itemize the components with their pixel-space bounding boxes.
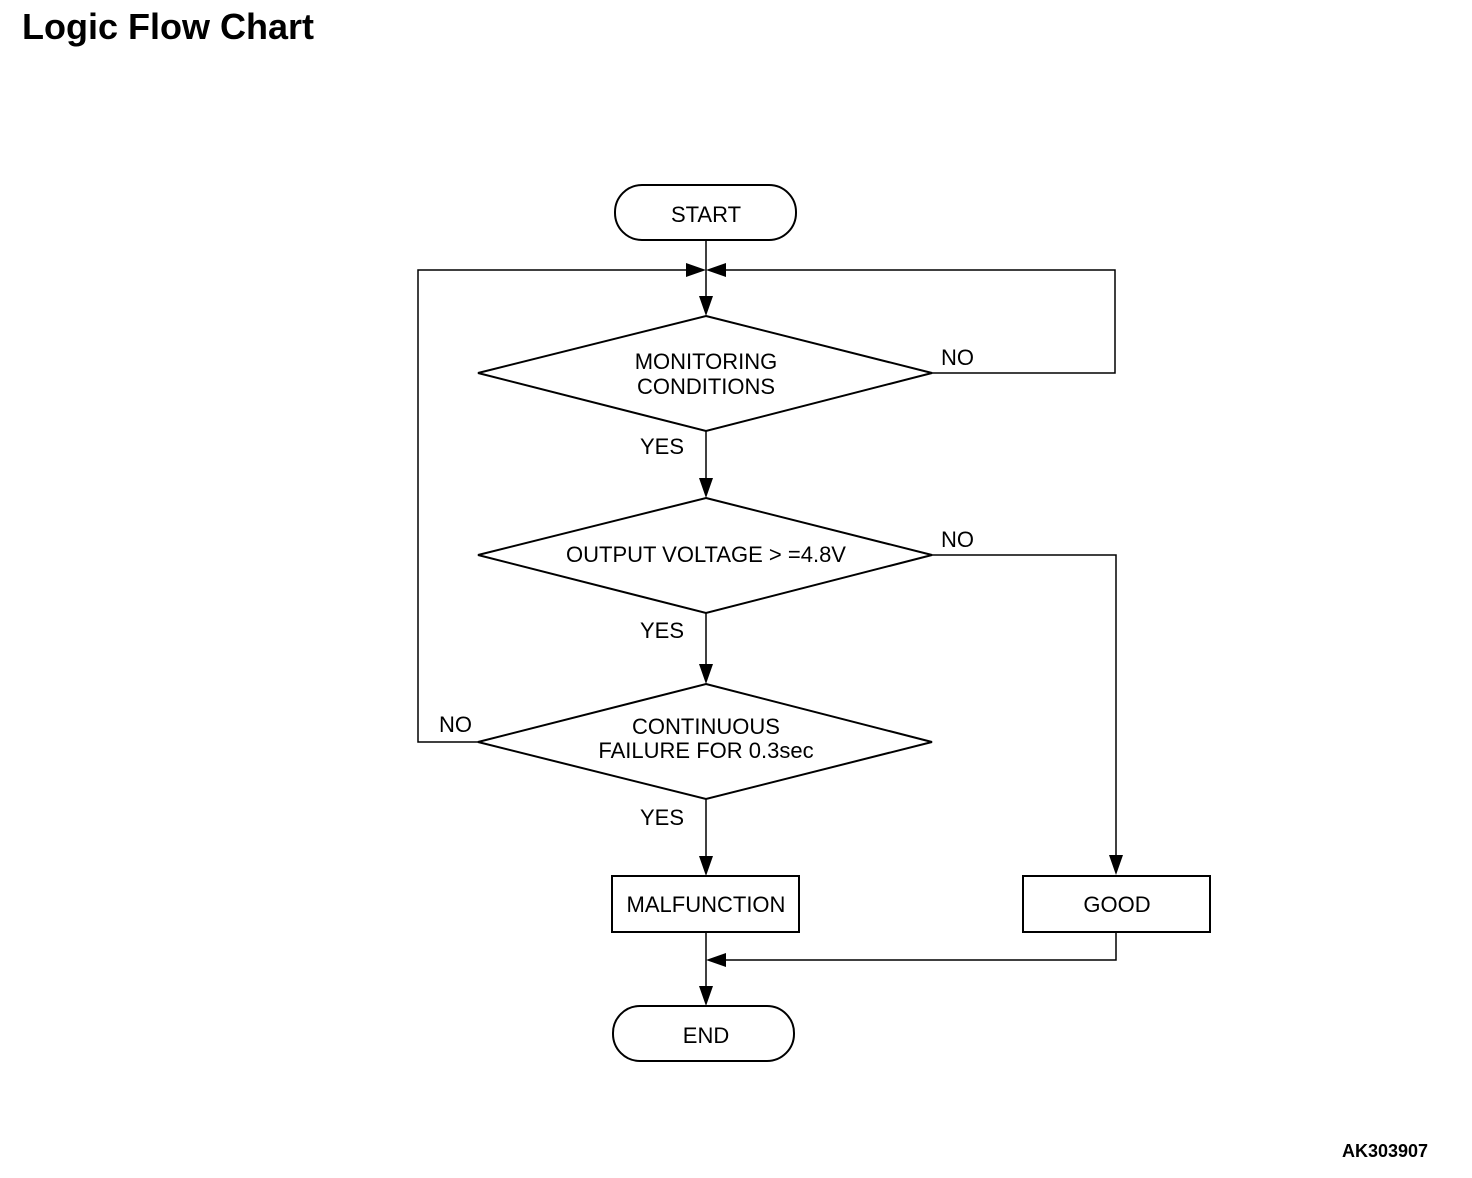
continuous-failure-decision — [477, 682, 933, 801]
arrowhead-down-icon — [699, 986, 713, 1006]
arrowhead-left-icon — [706, 953, 726, 967]
monitoring-conditions-label-line1: MONITORING — [635, 349, 778, 374]
figure-id: AK303907 — [1342, 1141, 1429, 1161]
output-voltage-label: OUTPUT VOLTAGE > =4.8V — [566, 542, 846, 567]
edge-label-voltage-yes: YES — [640, 618, 684, 643]
arrowhead-left-icon — [706, 263, 726, 277]
edge-label-monitoring-yes: YES — [640, 434, 684, 459]
edge-label-continuous-no: NO — [439, 712, 472, 737]
good-box — [1022, 875, 1211, 933]
malfunction-box — [611, 875, 800, 933]
connector-continuous-no-loop — [417, 269, 688, 743]
arrowhead-down-icon — [1109, 855, 1123, 875]
end-terminal — [612, 1005, 795, 1062]
arrowhead-down-icon — [699, 856, 713, 876]
monitoring-conditions-label-line2: CONDITIONS — [637, 374, 775, 399]
start-terminal — [614, 184, 797, 241]
connector-good-to-end — [724, 932, 1117, 961]
edge-label-monitoring-no: NO — [941, 345, 974, 370]
arrowhead-down-icon — [699, 478, 713, 498]
output-voltage-decision — [477, 496, 933, 615]
edge-label-voltage-no: NO — [941, 527, 974, 552]
continuous-failure-label-line1: CONTINUOUS — [632, 714, 780, 739]
monitoring-conditions-decision — [477, 314, 933, 433]
end-label: END — [683, 1023, 729, 1048]
edge-label-continuous-yes: YES — [640, 805, 684, 830]
continuous-failure-label-line2: FAILURE FOR 0.3sec — [598, 738, 813, 763]
good-label: GOOD — [1083, 892, 1150, 917]
arrowhead-down-icon — [699, 664, 713, 684]
malfunction-label: MALFUNCTION — [627, 892, 786, 917]
connector-monitoring-no-loop — [724, 269, 1116, 374]
start-label: START — [671, 202, 741, 227]
arrowhead-right-icon — [686, 263, 706, 277]
arrowhead-down-icon — [699, 296, 713, 316]
page-title: Logic Flow Chart — [22, 6, 314, 47]
connector-voltage-no — [932, 554, 1117, 860]
